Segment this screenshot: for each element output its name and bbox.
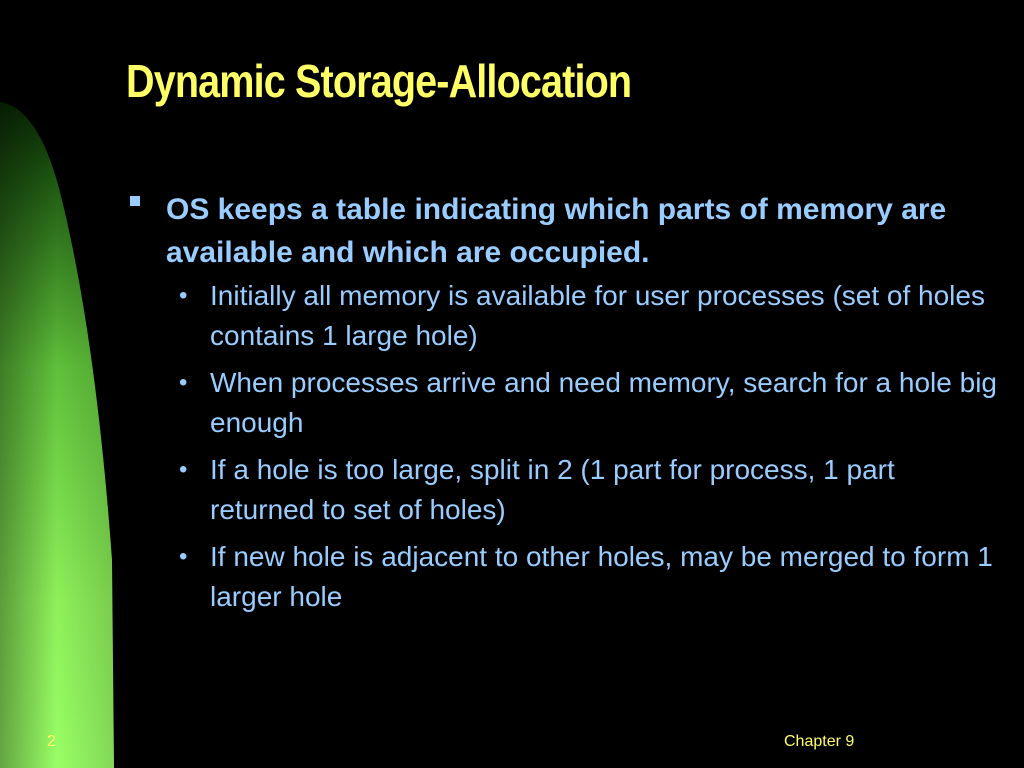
main-point-text: OS keeps a table indicating which parts … bbox=[166, 193, 947, 269]
dot-bullet-icon: • bbox=[179, 456, 188, 483]
sub-point: • When processes arrive and need memory,… bbox=[126, 363, 1000, 443]
slide-title: Dynamic Storage-Allocation bbox=[126, 55, 632, 107]
main-point: OS keeps a table indicating which parts … bbox=[126, 188, 986, 274]
slide-content: OS keeps a table indicating which parts … bbox=[126, 188, 1006, 624]
dot-bullet-icon: • bbox=[179, 543, 188, 570]
sub-point-text: Initially all memory is available for us… bbox=[210, 280, 985, 351]
sub-point: • Initially all memory is available for … bbox=[126, 276, 1000, 356]
square-bullet-icon bbox=[130, 196, 140, 206]
sub-point-text: When processes arrive and need memory, s… bbox=[210, 367, 997, 438]
dot-bullet-icon: • bbox=[179, 369, 188, 396]
sub-point: • If new hole is adjacent to other holes… bbox=[126, 537, 1000, 617]
chapter-label: Chapter 9 bbox=[784, 733, 855, 750]
sub-point-text: If a hole is too large, split in 2 (1 pa… bbox=[210, 454, 895, 525]
sub-point: • If a hole is too large, split in 2 (1 … bbox=[126, 450, 1000, 530]
sub-point-text: If new hole is adjacent to other holes, … bbox=[210, 541, 993, 612]
dot-bullet-icon: • bbox=[179, 282, 188, 309]
slide-number: 2 bbox=[47, 733, 56, 750]
sub-point-list: • Initially all memory is available for … bbox=[126, 276, 1006, 617]
